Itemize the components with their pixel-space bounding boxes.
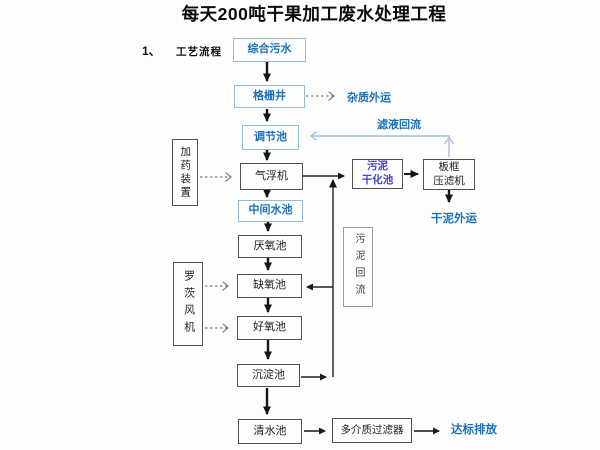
line-filtrate-reflux	[311, 136, 450, 157]
chevron-filtrate-up	[443, 136, 455, 145]
page-title: 每天200吨干果加工废水处理工程	[181, 4, 447, 24]
node-sedimentation-tank: 沉淀池	[237, 364, 300, 387]
filtrate-reflux-line	[311, 136, 455, 157]
node-air-flotation: 气浮机	[240, 163, 303, 190]
section-number: 1、	[142, 44, 161, 58]
node-comprehensive-sewage: 综合污水	[233, 38, 306, 62]
label-impurity-outbound: 杂质外运	[347, 92, 391, 104]
node-aerobic-tank: 好氧池	[237, 316, 302, 340]
node-regulating-tank: 调节池	[242, 125, 299, 150]
node-multimedia-filter: 多介质过滤器	[332, 418, 412, 443]
node-roots-blower: 罗茨风机	[173, 262, 203, 346]
label-standard-discharge: 达标排放	[451, 424, 497, 436]
section-label: 工艺流程	[176, 46, 222, 58]
dashed-arrows	[200, 96, 334, 328]
node-dosing-device: 加药装置	[172, 139, 198, 206]
node-clean-water-tank: 清水池	[238, 419, 302, 444]
node-anoxic-tank: 缺氧池	[237, 274, 302, 298]
node-intermediate-tank: 中间水池	[238, 200, 303, 222]
press-lines	[304, 170, 453, 435]
label-dry-mud-outbound: 干泥外运	[431, 213, 477, 225]
node-anaerobic-tank: 厌氧池	[238, 235, 302, 258]
node-sludge-return: 污泥回流	[343, 227, 373, 307]
label-filtrate-reflux: 滤液回流	[377, 119, 421, 131]
node-plate-frame-filter-press: 板框 压滤机	[423, 159, 475, 190]
node-sludge-drying-tank: 污泥 干化池	[352, 159, 403, 189]
main-flow-arrows	[263, 62, 272, 415]
node-grid-well: 格栅井	[234, 85, 305, 108]
sludge-lines	[301, 172, 345, 381]
